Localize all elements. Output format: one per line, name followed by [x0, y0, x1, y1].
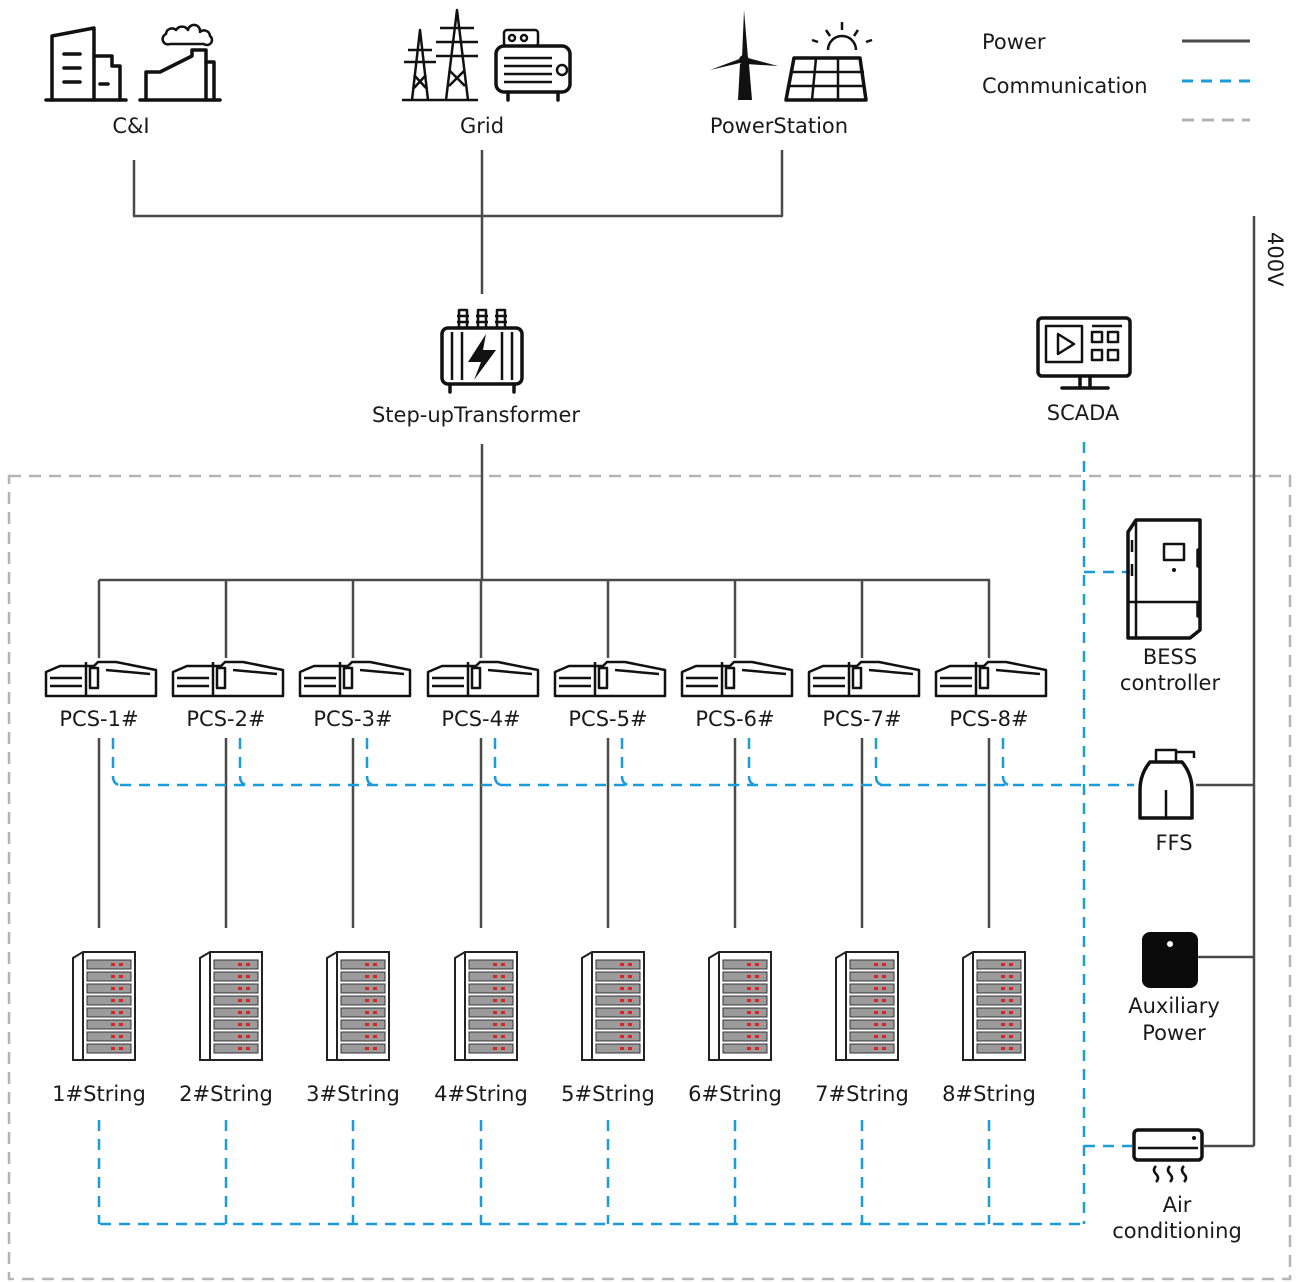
pcs-comm-branch — [874, 738, 885, 787]
transformer-label: Step-upTransformer — [372, 403, 580, 427]
battery-rack-icon — [835, 951, 899, 1061]
voltage-label: 400V — [1263, 232, 1287, 287]
auxiliary-power-bus — [1196, 216, 1256, 1148]
factory-icon — [138, 23, 222, 102]
wind-turbine-icon — [710, 10, 778, 100]
aux-power-label-line2: Power — [1142, 1021, 1206, 1045]
pcs-label: PCS-2# — [186, 707, 265, 731]
pcs-power-bus — [99, 444, 990, 582]
pcs-comm-branch — [365, 738, 376, 787]
string-label: 7#String — [815, 1082, 909, 1106]
pcs-unit-icon — [807, 660, 921, 698]
pcs-unit-icon — [553, 660, 667, 698]
ac-label-line1: Air — [1163, 1193, 1192, 1217]
string-label: 5#String — [561, 1082, 655, 1106]
transformer-icon — [440, 308, 524, 394]
battery-rack-icon — [326, 951, 390, 1061]
pcs-comm-branch — [1001, 738, 1012, 787]
pcs-string-power-lines — [97, 738, 991, 928]
scada-communication-trunk — [100, 442, 1134, 1226]
ffs-label: FFS — [1155, 831, 1192, 855]
pcs-label: PCS-8# — [949, 707, 1028, 731]
pcs-unit-icon — [44, 660, 158, 698]
pcs-label: PCS-7# — [822, 707, 901, 731]
pcs-unit-icon — [934, 660, 1048, 698]
string-label: 4#String — [434, 1082, 528, 1106]
battery-rack-icon — [581, 951, 645, 1061]
legend: Power Communication — [982, 30, 1250, 122]
bess-label-line1: BESS — [1143, 645, 1197, 669]
pcs-comm-branch — [747, 738, 758, 787]
pcs-communication-lines — [111, 738, 1012, 787]
string-label: 6#String — [688, 1082, 782, 1106]
monitor-icon — [1036, 316, 1132, 390]
pcs-drops — [97, 580, 991, 658]
pcs-label: PCS-1# — [59, 707, 138, 731]
battery-rack-icon — [72, 951, 136, 1061]
pcs-comm-branch — [493, 738, 504, 787]
pcs-label: PCS-3# — [313, 707, 392, 731]
pcs-label: PCS-5# — [568, 707, 647, 731]
bess-label-line2: controller — [1120, 671, 1221, 695]
scada-label: SCADA — [1047, 401, 1120, 425]
container-boundary — [7, 474, 1292, 1281]
pcs-label: PCS-6# — [695, 707, 774, 731]
legend-power-label: Power — [982, 30, 1046, 54]
pcs-unit-icon — [680, 660, 794, 698]
power-station-label: PowerStation — [710, 114, 848, 138]
power-box-icon — [1142, 932, 1198, 988]
aux-power-label-line1: Auxiliary — [1128, 994, 1220, 1018]
top-power-bus — [132, 150, 784, 294]
string-label: 8#String — [942, 1082, 1036, 1106]
pcs-unit-icon — [171, 660, 285, 698]
fire-extinguisher-icon — [1138, 748, 1196, 820]
legend-communication-label: Communication — [982, 74, 1148, 98]
grid-label: Grid — [460, 114, 504, 138]
battery-rack-icon — [199, 951, 263, 1061]
pcs-unit-icon — [426, 660, 540, 698]
generator-icon — [494, 28, 572, 102]
battery-rack-icon — [708, 951, 772, 1061]
pcs-unit-icon — [298, 660, 412, 698]
string-label: 2#String — [179, 1082, 273, 1106]
ci-label: C&I — [112, 114, 149, 138]
string-units: 1#String 2#String 3#String 4#String 5#String… — [52, 951, 1036, 1106]
ac-label-line2: conditioning — [1112, 1219, 1242, 1243]
string-label: 3#String — [306, 1082, 400, 1106]
string-label: 1#String — [52, 1082, 146, 1106]
pcs-comm-branch — [111, 738, 122, 787]
pcs-label: PCS-4# — [441, 707, 520, 731]
battery-rack-icon — [962, 951, 1026, 1061]
pcs-comm-branch — [620, 738, 631, 787]
building-icon — [44, 26, 128, 102]
air-conditioner-icon — [1132, 1128, 1204, 1183]
string-communication-lines — [97, 1120, 991, 1224]
cabinet-icon — [1126, 518, 1202, 640]
transmission-tower-icon — [402, 8, 478, 102]
pcs-comm-branch — [238, 738, 249, 787]
pcs-units: PCS-1# PCS-2# PCS-3# PCS-4# PCS-5# PCS-6# PCS-… — [44, 660, 1048, 731]
battery-rack-icon — [454, 951, 518, 1061]
solar-panel-icon — [784, 22, 873, 102]
